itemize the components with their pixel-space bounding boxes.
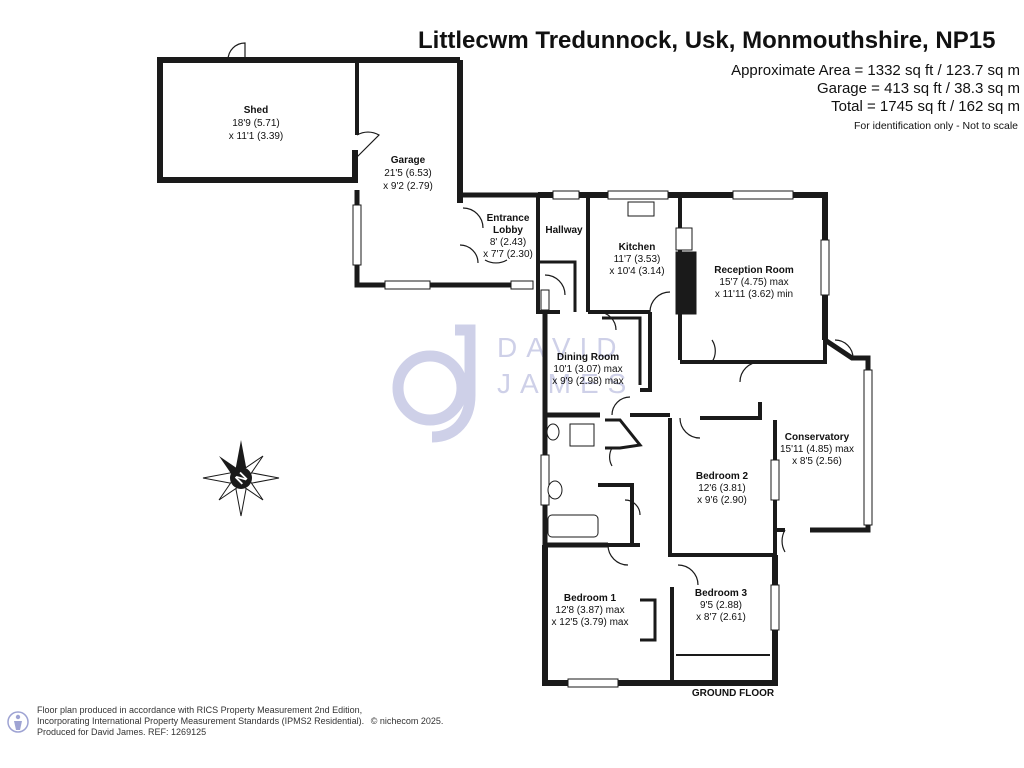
lobby-dim2: x 7'7 (2.30) [483,249,533,260]
room-labels: Shed 18'9 (5.71) x 11'1 (3.39) Garage 21… [229,105,854,699]
dining-dim1: 10'1 (3.07) max [553,364,622,375]
sink-icon [627,201,655,217]
conservatory-dim2: x 8'5 (2.56) [792,456,842,467]
bedroom3-dim1: 9'5 (2.88) [700,600,742,611]
shower-icon [569,423,595,447]
identification-note: For identification only - Not to scale [854,120,1018,132]
watermark-text-2: JAMES [497,368,635,399]
dining-dim2: x 9'9 (2.98) max [552,376,623,387]
bed1-walls [542,545,678,686]
shed-walls [157,57,358,183]
shed-name: Shed [244,105,268,116]
conservatory-name: Conservatory [785,432,850,443]
hall-wall-2 [538,260,577,312]
approx-area: Approximate Area = 1332 sq ft / 123.7 sq… [731,62,1020,79]
reception-dim2: x 11'11 (3.62) min [715,289,793,300]
hall-walls [536,260,560,314]
bed2-top [700,402,762,420]
reception-dim1: 15'7 (4.75) max [719,277,788,288]
windows [352,190,873,688]
plan-title: Littlecwm Tredunnock, Usk, Monmouthshire… [418,27,996,54]
kitchen-dim2: x 10'4 (3.14) [609,266,664,277]
bedroom1-dim1: 12'8 (3.87) max [555,605,624,616]
bath-icon [547,514,599,538]
bedroom3-name: Bedroom 3 [695,588,748,599]
doors [227,42,854,586]
total-area: Total = 1745 sq ft / 162 sq m [831,98,1020,115]
shed-dim2: x 11'1 (3.39) [229,131,284,142]
garage-walls [457,60,463,203]
nichecom-logo-icon [7,711,29,733]
garage-left [354,190,460,288]
dining-cupboard [602,316,642,385]
lobby-dim1: 8' (2.43) [490,237,526,248]
footer-copyright: © nichecom 2025. [370,716,444,726]
dining-name: Dining Room [557,352,619,363]
reception-bottom [680,340,827,364]
kitchen-dim1: 11'7 (3.53) [614,254,661,265]
bedroom2-dim1: 12'6 (3.81) [698,483,746,494]
hob-icon [675,227,693,251]
kitchen-name: Kitchen [619,242,656,253]
lobby-name-2: Lobby [493,225,523,236]
floor-label: GROUND FLOOR [692,688,775,699]
garage-name: Garage [391,155,426,166]
conservatory-walls [810,337,871,533]
footer-line-2-text: Incorporating International Property Mea… [37,716,365,726]
garage-dim2: x 9'2 (2.79) [383,181,433,192]
bedroom2-name: Bedroom 2 [696,471,749,482]
hallway-name: Hallway [545,225,583,236]
watermark-logo: DAVID JAMES [392,324,635,443]
bedroom3-dim2: x 8'7 (2.61) [696,612,746,623]
conservatory-dim1: 15'11 (4.85) max [780,444,854,455]
bedroom2-dim2: x 9'6 (2.90) [697,495,747,506]
airing [605,418,643,450]
toilet-icon [546,423,560,441]
basin-icon [547,480,563,500]
garage-dim1: 21'5 (6.53) [384,168,432,179]
cupboard-2 [598,483,634,545]
footer-line-1: Floor plan produced in accordance with R… [37,705,363,715]
lobby-name-1: Entrance [487,213,530,224]
watermark-text-1: DAVID [497,332,626,363]
fixtures [546,201,697,538]
chimney-breast [675,251,697,315]
footer-line-2: Incorporating International Property Mea… [37,716,443,726]
footer-line-3: Produced for David James. REF: 1269125 [37,727,207,737]
shed-dim1: 18'9 (5.71) [232,118,280,129]
dining-right [640,312,652,392]
bedroom1-name: Bedroom 1 [564,593,617,604]
compass-icon: N [202,440,280,517]
garage-area: Garage = 413 sq ft / 38.3 sq m [816,80,1020,97]
bed1-wardrobe [640,598,657,642]
reception-name: Reception Room [714,265,794,276]
bedroom1-dim2: x 12'5 (3.79) max [552,617,629,628]
